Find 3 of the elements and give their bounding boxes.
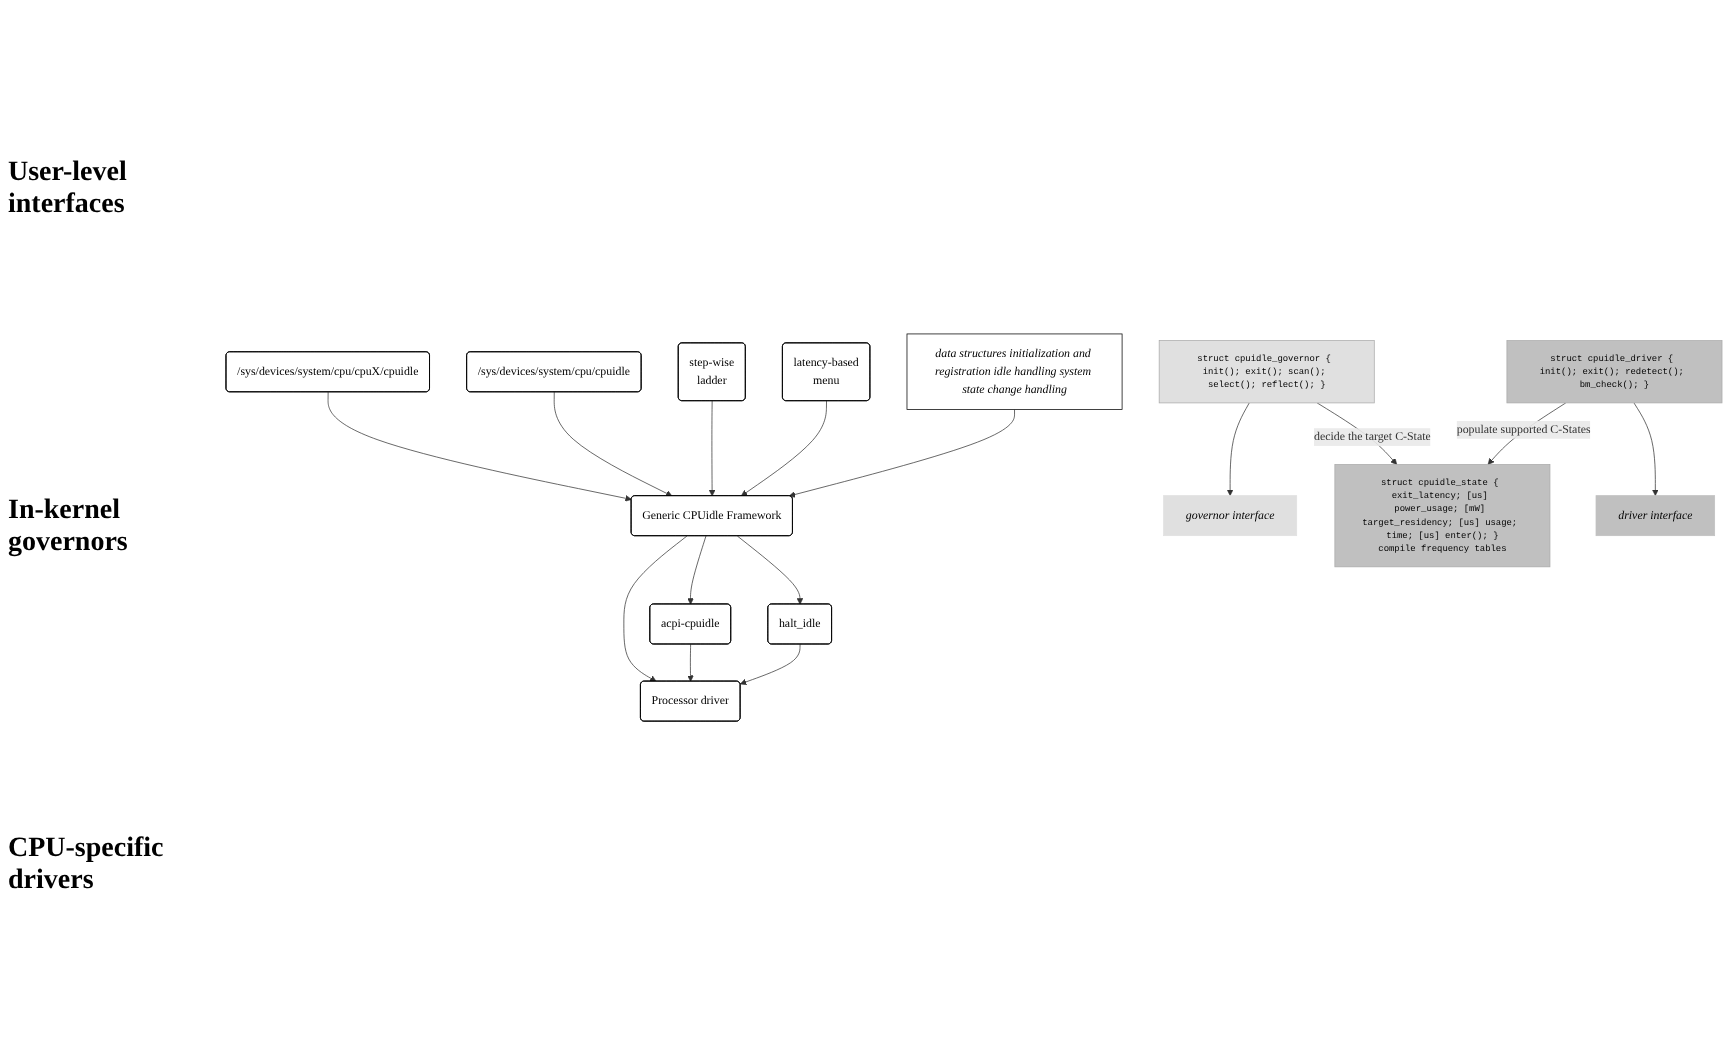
layer-label: CPU-specific drivers bbox=[8, 834, 166, 899]
layer-label: In-kernel governors bbox=[8, 495, 130, 560]
layer-label: User-level interfaces bbox=[8, 157, 129, 222]
